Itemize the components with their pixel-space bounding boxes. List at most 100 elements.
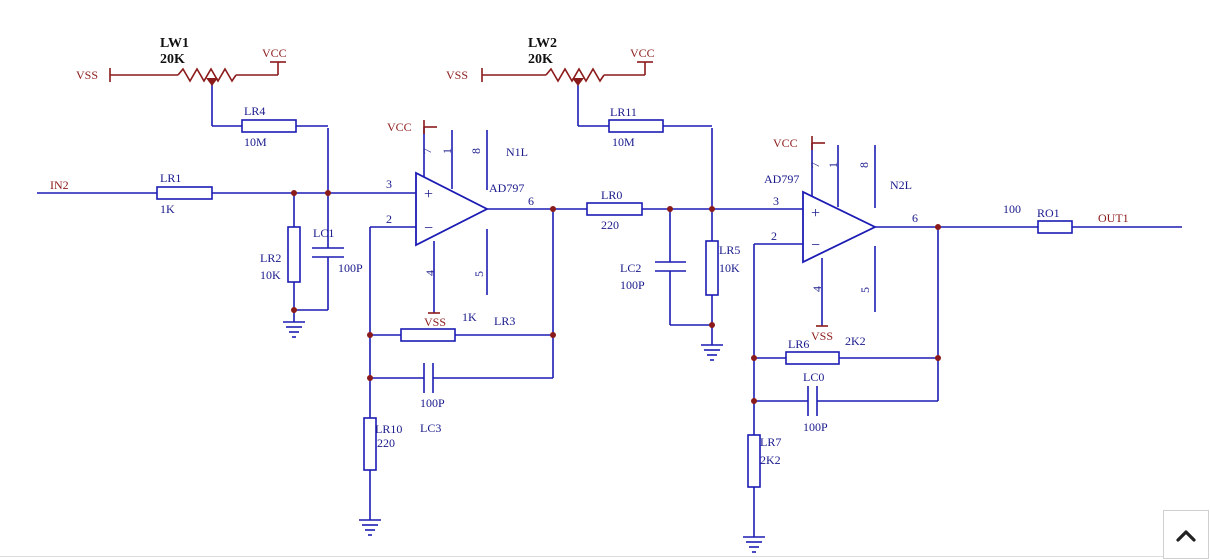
- svg-text:AD797: AD797: [764, 172, 799, 186]
- svg-text:5: 5: [858, 287, 872, 293]
- svg-text:LR5: LR5: [719, 243, 740, 257]
- svg-text:20K: 20K: [528, 52, 553, 67]
- svg-text:LR3: LR3: [494, 314, 515, 328]
- svg-text:20K: 20K: [160, 52, 185, 67]
- svg-text:10M: 10M: [244, 135, 267, 149]
- svg-text:1K: 1K: [462, 310, 477, 324]
- svg-text:4: 4: [423, 270, 437, 276]
- capacitor-lc3: 100P LC3: [420, 363, 445, 435]
- opamp-n1l: + − VCC 7 1 8 4 VSS 5 AD797 N1L 3 2 6: [386, 120, 534, 329]
- svg-text:LC1: LC1: [313, 226, 334, 240]
- resistor-lr5: LR5 10K: [705, 240, 740, 296]
- svg-text:2: 2: [386, 212, 392, 226]
- svg-text:VCC: VCC: [630, 46, 655, 60]
- svg-text:1K: 1K: [160, 202, 175, 216]
- svg-text:LW2: LW2: [528, 36, 557, 51]
- svg-text:LR11: LR11: [610, 105, 637, 119]
- svg-text:8: 8: [469, 148, 483, 154]
- svg-text:1: 1: [440, 148, 454, 154]
- junction-dots: [291, 190, 941, 404]
- svg-text:10M: 10M: [612, 135, 635, 149]
- svg-text:2K2: 2K2: [845, 334, 866, 348]
- opamp-n2l: + − VCC 7 1 8 4 VSS 5 AD797 N2L 3 2 6: [764, 136, 918, 343]
- chevron-up-icon: [1176, 529, 1196, 542]
- svg-text:LR2: LR2: [260, 251, 281, 265]
- svg-text:LR6: LR6: [788, 337, 809, 351]
- svg-text:LR1: LR1: [160, 171, 181, 185]
- svg-text:RO1: RO1: [1037, 206, 1060, 220]
- svg-text:2K2: 2K2: [760, 453, 781, 467]
- svg-text:LC0: LC0: [803, 370, 824, 384]
- input-stage-wiring: [37, 80, 416, 322]
- potentiometer-lw1: LW1 20K VSS VCC: [76, 36, 287, 86]
- svg-text:LR4: LR4: [244, 104, 265, 118]
- svg-text:6: 6: [912, 211, 918, 225]
- ground-symbol-lr5: [701, 344, 723, 361]
- resistor-lr10: LR10 220: [363, 417, 402, 471]
- svg-text:LR0: LR0: [601, 188, 622, 202]
- capacitor-lc1: LC1 100P: [312, 226, 363, 275]
- resistor-lr1: LR1 1K: [156, 171, 213, 216]
- svg-text:10K: 10K: [260, 268, 281, 282]
- capacitor-lc2: LC2 100P: [620, 261, 686, 292]
- n1l-feedback-wiring: [369, 208, 587, 520]
- svg-text:10K: 10K: [719, 261, 740, 275]
- svg-text:2: 2: [771, 229, 777, 243]
- svg-text:4: 4: [810, 286, 824, 292]
- svg-text:LC2: LC2: [620, 261, 641, 275]
- scroll-to-top-button[interactable]: [1163, 510, 1209, 559]
- svg-text:100P: 100P: [420, 396, 445, 410]
- svg-text:VCC: VCC: [387, 120, 412, 134]
- resistor-lr3: 1K LR3: [400, 310, 515, 342]
- svg-text:7: 7: [808, 162, 822, 168]
- svg-text:AD797: AD797: [489, 181, 524, 195]
- resistor-lr6: LR6 2K2: [785, 334, 866, 365]
- net-label-out1: OUT1: [1098, 211, 1129, 225]
- svg-text:5: 5: [472, 271, 486, 277]
- resistor-ro1: RO1 100: [1003, 202, 1073, 234]
- svg-text:VSS: VSS: [811, 329, 833, 343]
- svg-text:100P: 100P: [803, 420, 828, 434]
- svg-text:+: +: [811, 205, 820, 222]
- potentiometer-lw2: LW2 20K VSS VCC: [446, 36, 655, 86]
- svg-text:VCC: VCC: [262, 46, 287, 60]
- svg-text:VCC: VCC: [773, 136, 798, 150]
- svg-text:IN2: IN2: [50, 178, 69, 192]
- svg-text:−: −: [811, 237, 820, 254]
- resistor-lr2: LR2 10K: [260, 226, 301, 283]
- svg-text:3: 3: [773, 194, 779, 208]
- bottom-divider: [0, 556, 1165, 557]
- svg-text:7: 7: [420, 148, 434, 154]
- svg-text:−: −: [424, 220, 433, 237]
- resistor-lr7: LR7 2K2: [747, 434, 781, 488]
- ground-symbol-lr10: [359, 519, 381, 536]
- svg-text:100: 100: [1003, 202, 1021, 216]
- svg-text:+: +: [424, 186, 433, 203]
- svg-text:LC3: LC3: [420, 421, 441, 435]
- ground-symbol-lr2: [283, 321, 305, 338]
- resistor-lr4: LR4 10M: [241, 104, 297, 149]
- svg-text:LR7: LR7: [760, 435, 781, 449]
- svg-text:LR10: LR10: [375, 422, 402, 436]
- svg-text:3: 3: [386, 177, 392, 191]
- ground-symbol-lr7: [743, 536, 765, 553]
- svg-text:100P: 100P: [338, 261, 363, 275]
- svg-text:1: 1: [826, 162, 840, 168]
- resistor-lr0: LR0 220: [586, 188, 643, 232]
- svg-text:6: 6: [528, 194, 534, 208]
- svg-text:OUT1: OUT1: [1098, 211, 1129, 225]
- svg-text:VSS: VSS: [424, 315, 446, 329]
- resistor-lr11: LR11 10M: [608, 105, 664, 149]
- svg-text:VSS: VSS: [76, 68, 98, 82]
- svg-text:220: 220: [601, 218, 619, 232]
- svg-text:N2L: N2L: [890, 178, 912, 192]
- svg-text:100P: 100P: [620, 278, 645, 292]
- svg-text:8: 8: [857, 162, 871, 168]
- svg-text:VSS: VSS: [446, 68, 468, 82]
- capacitor-lc0: LC0 100P: [803, 370, 828, 434]
- net-label-in2: IN2: [50, 178, 69, 192]
- svg-text:LW1: LW1: [160, 36, 189, 51]
- svg-text:220: 220: [377, 436, 395, 450]
- svg-text:N1L: N1L: [506, 145, 528, 159]
